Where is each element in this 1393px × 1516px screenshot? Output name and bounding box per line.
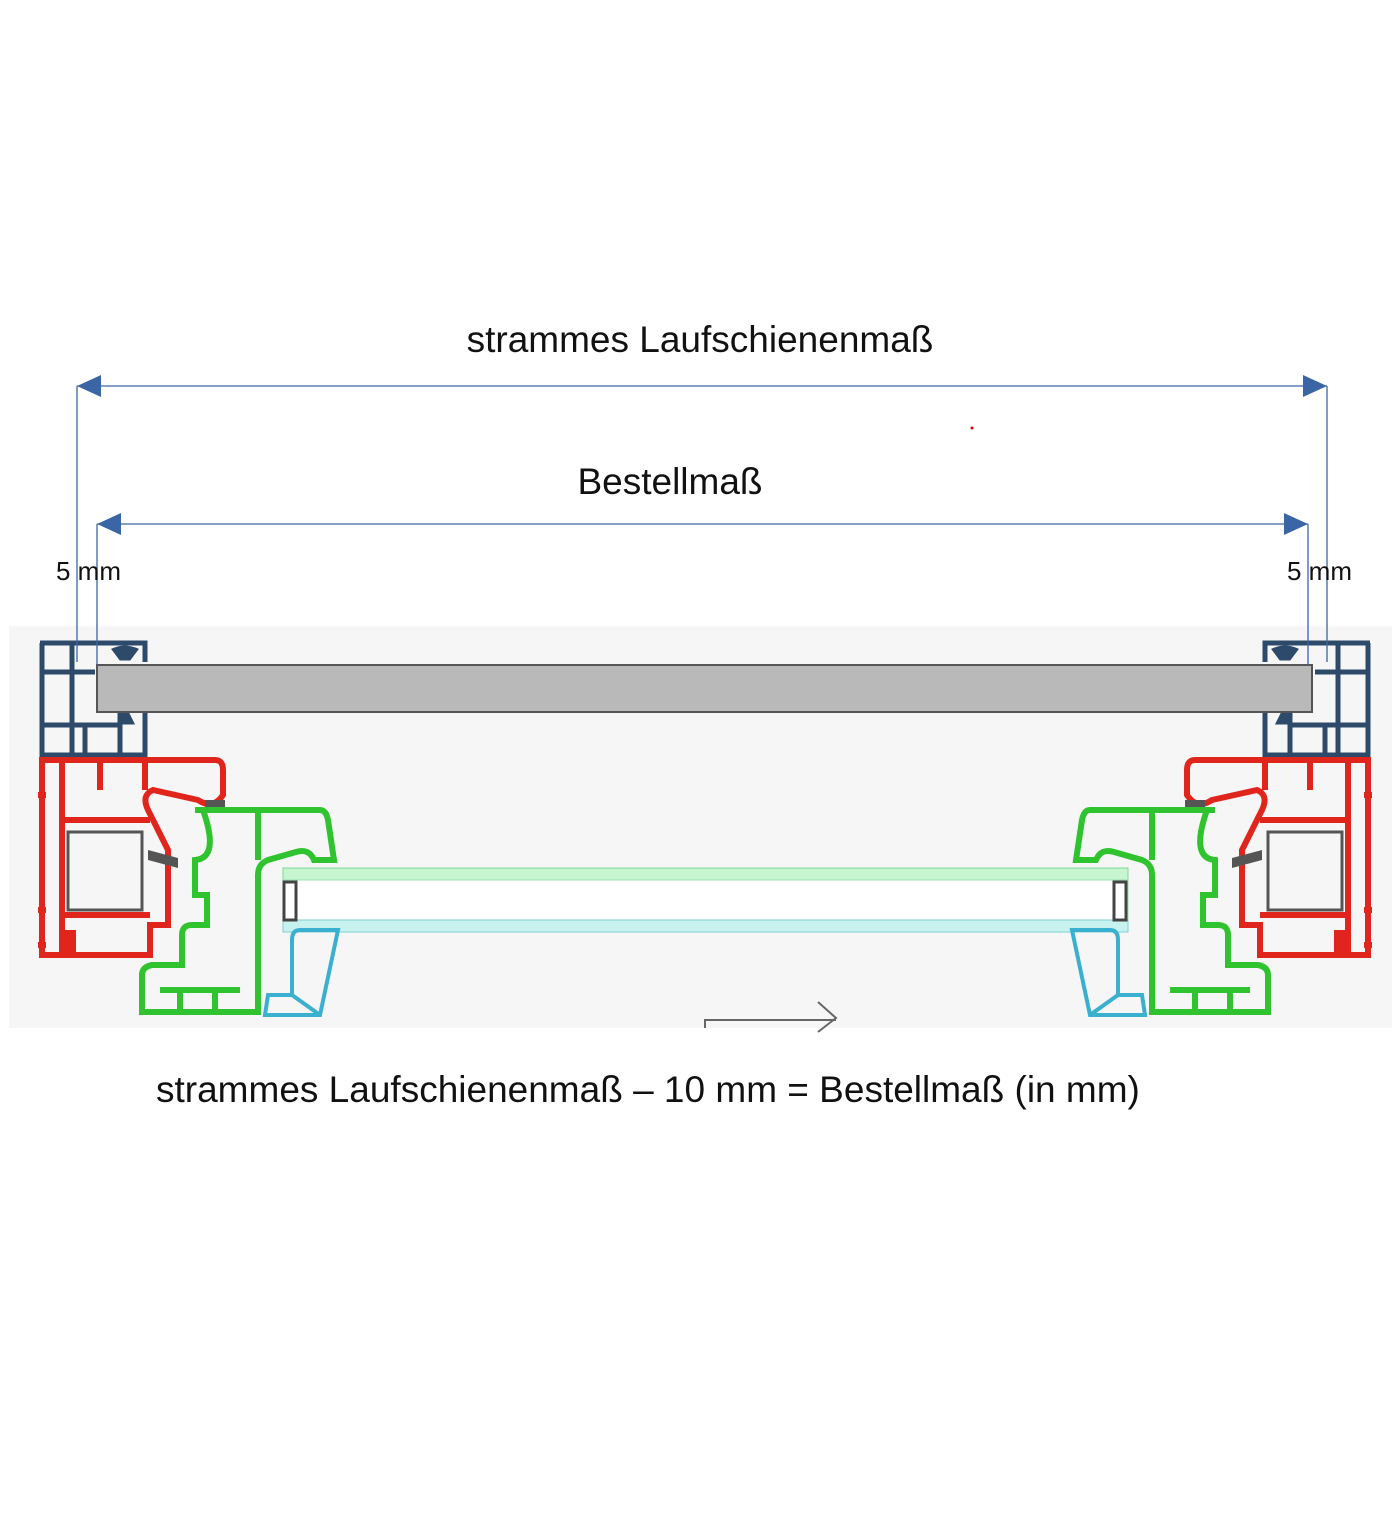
roller-panel [96, 664, 1313, 713]
inner-dimension-label: Bestellmaß [577, 461, 762, 502]
formula-text: strammes Laufschienenmaß – 10 mm = Beste… [156, 1069, 1140, 1110]
offset-right-label: 5 mm [1287, 556, 1352, 586]
glass-pane [282, 867, 1129, 933]
outer-dimension-line [76, 375, 1328, 662]
inner-dimension-line [96, 513, 1309, 665]
offset-left-label: 5 mm [56, 556, 121, 586]
red-dot [970, 426, 974, 430]
direction-arrow-icon [704, 1001, 838, 1033]
outer-dimension-label: strammes Laufschienenmaß [467, 319, 934, 360]
